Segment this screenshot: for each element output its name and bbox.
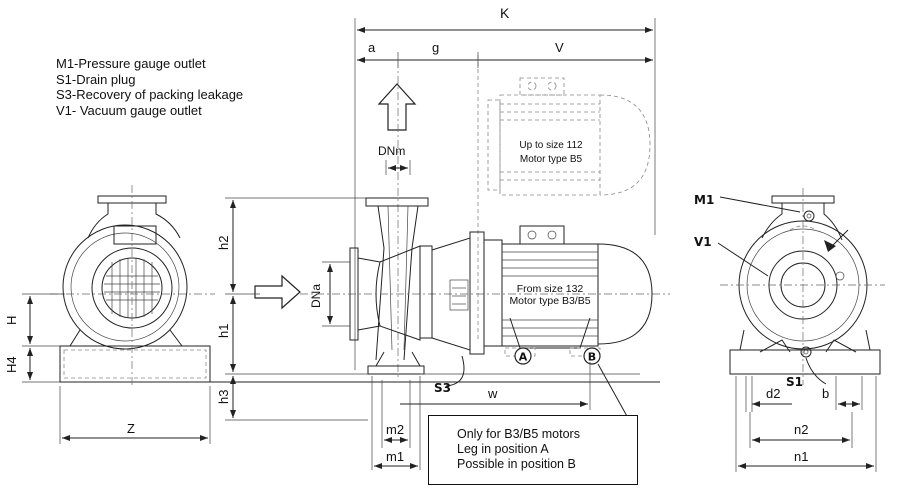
legend-item-s3: S3-Recovery of packing leakage bbox=[56, 87, 244, 102]
dim-dnm: DNm bbox=[378, 144, 405, 158]
legend-item-s1: S1-Drain plug bbox=[56, 71, 136, 87]
discharge-flow-arrow-icon bbox=[377, 83, 417, 131]
dim-h: H bbox=[4, 316, 19, 325]
callout-s3: S3 bbox=[434, 381, 451, 395]
callout-a: A bbox=[519, 351, 528, 364]
dim-h2: h2 bbox=[216, 236, 231, 250]
note-line-1: Only for B3/B5 motors bbox=[457, 427, 580, 441]
callout-b: B bbox=[588, 351, 596, 364]
dim-h1: h1 bbox=[216, 324, 231, 338]
note-line-3: Possible in position B bbox=[457, 457, 576, 471]
dim-d2: d2 bbox=[766, 386, 780, 401]
dim-m1: m1 bbox=[386, 449, 404, 464]
dim-a: a bbox=[368, 40, 376, 55]
callout-b-circle bbox=[583, 347, 601, 365]
callout-a-circle bbox=[514, 347, 532, 365]
dim-n1: n1 bbox=[794, 449, 808, 464]
motor-bottom-line1: From size 132 bbox=[517, 283, 584, 295]
legend: M1-Pressure gauge outlet S1-Drain plug S… bbox=[56, 56, 243, 118]
motor-top-line1: Up to size 112 bbox=[519, 140, 583, 151]
suction-flow-arrow-icon bbox=[254, 274, 301, 310]
dim-m2: m2 bbox=[386, 422, 404, 437]
motor-bottom-line2: Motor type B3/B5 bbox=[509, 295, 590, 307]
side-pump-view: K a g V DNm DNa bbox=[210, 5, 670, 470]
legend-item-m1: M1-Pressure gauge outlet bbox=[56, 56, 206, 71]
dim-dna: DNa bbox=[309, 284, 323, 308]
dim-h3: h3 bbox=[216, 390, 231, 404]
dim-k: K bbox=[500, 5, 510, 21]
dim-v: V bbox=[555, 40, 564, 55]
dim-w: w bbox=[487, 386, 498, 401]
dim-n2: n2 bbox=[794, 422, 808, 437]
dim-z: Z bbox=[127, 421, 135, 436]
note-line-2: Leg in position A bbox=[457, 442, 549, 456]
left-pump-view: H H4 Z bbox=[4, 185, 215, 444]
legend-item-v1: V1- Vacuum gauge outlet bbox=[56, 102, 202, 118]
callout-v1: V1 bbox=[694, 235, 712, 249]
dim-g: g bbox=[432, 40, 439, 55]
motor-note-box: Only for B3/B5 motors Leg in position A … bbox=[428, 415, 638, 485]
dim-h4: H4 bbox=[4, 356, 19, 373]
motor-top-line2: Motor type B5 bbox=[520, 154, 583, 165]
dim-b: b bbox=[822, 386, 829, 401]
right-pump-view: M1 V1 S1 d2 b n2 n1 bbox=[694, 188, 885, 472]
callout-m1: M1 bbox=[694, 193, 714, 207]
callout-s1: S1 bbox=[786, 375, 803, 389]
